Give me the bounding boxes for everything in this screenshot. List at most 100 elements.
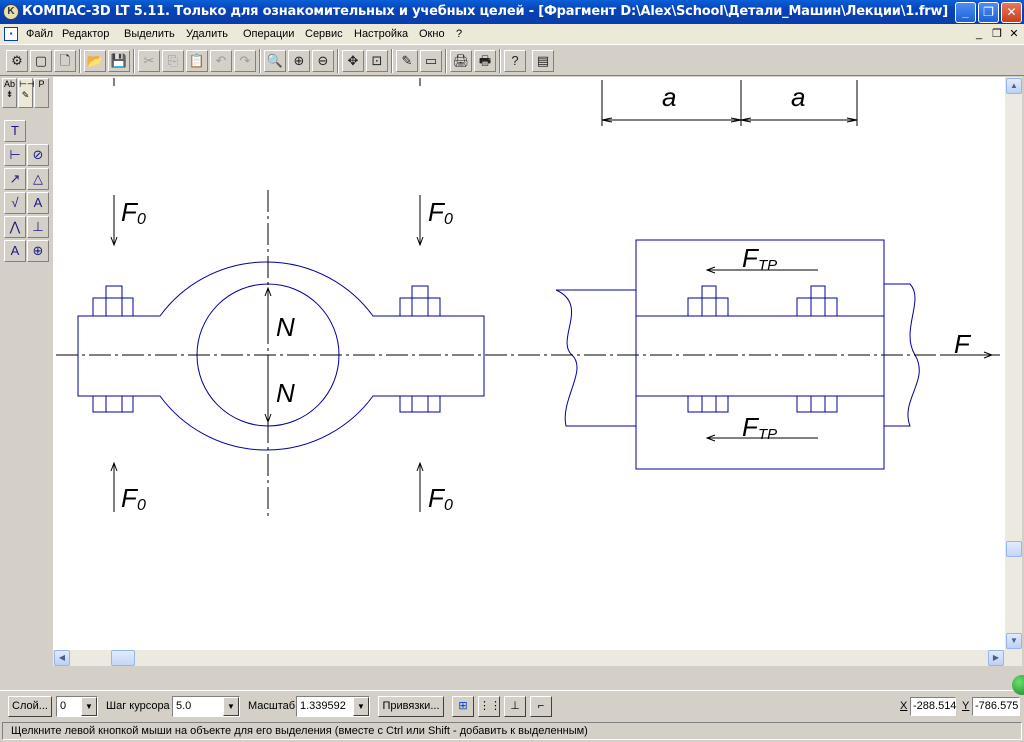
restore-button[interactable]: ❐ <box>978 2 999 23</box>
ortho-icon[interactable]: ⌐ <box>530 696 552 717</box>
linear-dimension-icon[interactable]: ⊢ <box>4 144 26 166</box>
force-f0-label: F <box>121 483 139 513</box>
tab-dimensions[interactable]: ⊢⊣ ✎ <box>18 78 35 108</box>
menu-file[interactable]: Файл <box>26 28 54 40</box>
radius-dimension-icon[interactable]: ↗ <box>4 168 26 190</box>
text-icon[interactable]: T <box>4 120 26 142</box>
new-sheet-icon[interactable]: ▢ <box>30 50 52 72</box>
vertical-scroll-thumb[interactable] <box>1006 541 1022 557</box>
angle-dimension-icon[interactable]: △ <box>27 168 49 190</box>
menu-service[interactable]: Сервис <box>305 28 343 40</box>
mdi-close-button[interactable]: ✕ <box>1009 28 1019 40</box>
base-mark-icon[interactable]: A <box>27 192 49 214</box>
print-preview-icon[interactable]: 🖨 <box>450 50 472 72</box>
zoom-all-icon[interactable]: ⊡ <box>366 50 388 72</box>
x-coord-field[interactable]: -288.514 <box>910 697 956 716</box>
toolbar-separator <box>259 49 261 73</box>
drawing-canvas[interactable]: F 0 F 0 F 0 F 0 N N a a F ТР F ТР F <box>53 77 1005 650</box>
y-coord-field[interactable]: -786.575 <box>972 697 1020 716</box>
roughness-icon[interactable]: √ <box>4 192 26 214</box>
horizontal-scroll-thumb[interactable] <box>111 650 135 666</box>
toolbar-separator <box>499 49 501 73</box>
menu-help[interactable]: ? <box>456 28 463 40</box>
globe-icon <box>1012 675 1024 695</box>
y-coord-label: Y <box>962 700 970 712</box>
leader-icon[interactable]: ⋀ <box>4 216 26 238</box>
force-f0-label: F <box>121 197 139 227</box>
hint-bar: Щелкните левой кнопкой мыши на объекте д… <box>0 720 1024 742</box>
mdi-minimize-button[interactable]: _ <box>975 28 983 40</box>
scroll-left-icon[interactable]: ◀ <box>54 650 70 666</box>
kompas-app-icon[interactable]: K <box>3 4 19 20</box>
menu-editor[interactable]: Редактор <box>62 28 110 40</box>
force-f0-subscript: 0 <box>137 211 146 228</box>
copy-icon[interactable]: ⎘ <box>162 50 184 72</box>
menu-delete[interactable]: Удалить <box>186 28 228 40</box>
pan-icon[interactable]: ✥ <box>342 50 364 72</box>
center-mark-icon[interactable]: ⊕ <box>27 240 49 262</box>
local-cs-icon[interactable]: ⊥ <box>504 696 526 717</box>
zoom-window-icon[interactable]: 🔍 <box>264 50 286 72</box>
zoom-in-icon[interactable]: ⊕ <box>288 50 310 72</box>
chevron-down-icon[interactable]: ▼ <box>353 697 369 716</box>
zoom-out-icon[interactable]: ⊖ <box>312 50 334 72</box>
exit-icon[interactable]: ▤ <box>532 50 554 72</box>
scale-label: Масштаб <box>248 700 296 712</box>
properties-icon[interactable]: ⚙ <box>6 50 28 72</box>
friction-force-label: F <box>742 243 760 273</box>
minimize-button[interactable]: _ <box>955 2 976 23</box>
cursor-step-select[interactable]: 5.0 ▼ <box>172 696 240 717</box>
grid-icon[interactable]: ⋮⋮ <box>478 696 501 717</box>
new-document-icon[interactable]: 🗋 <box>54 50 76 72</box>
current-state-bar: Слой... 0 ▼ Шаг курсора 5.0 ▼ Масштаб 1.… <box>0 690 1024 720</box>
layer-select[interactable]: 0 ▼ <box>56 696 98 717</box>
tab-p[interactable]: P <box>34 78 49 108</box>
vertical-scrollbar[interactable]: ▲ ▼ <box>1005 77 1022 666</box>
bolt-head <box>105 285 123 299</box>
bolt-nut <box>92 297 134 317</box>
diameter-dimension-icon[interactable]: ⊘ <box>27 144 49 166</box>
view-arrow-icon[interactable]: A <box>4 240 26 262</box>
menu-window[interactable]: Окно <box>419 28 445 40</box>
redraw-icon[interactable]: ✎ <box>396 50 418 72</box>
title-bar: K КОМПАС-3D LT 5.11. Только для ознакоми… <box>0 0 1024 24</box>
paste-icon[interactable]: 📋 <box>186 50 208 72</box>
close-button[interactable]: ✕ <box>1001 2 1022 23</box>
scale-select[interactable]: 1.339592 ▼ <box>296 696 370 717</box>
horizontal-scrollbar[interactable]: ◀ ▶ <box>53 650 1005 666</box>
grid-snap-icon[interactable]: ⊞ <box>452 696 474 717</box>
dimension-a-label: a <box>791 82 805 112</box>
toolbar-separator <box>337 49 339 73</box>
cut-icon[interactable]: ✂ <box>138 50 160 72</box>
menu-operations[interactable]: Операции <box>243 28 295 40</box>
save-icon[interactable]: 💾 <box>108 50 130 72</box>
tab-text-tools[interactable]: Аb ⇟ <box>2 78 17 108</box>
scroll-up-icon[interactable]: ▲ <box>1006 78 1022 94</box>
layer-button[interactable]: Слой... <box>8 696 52 717</box>
bolt-nut <box>687 297 729 317</box>
mdi-restore-button[interactable]: ❐ <box>992 28 1002 40</box>
force-f0-subscript: 0 <box>444 497 453 514</box>
tolerance-icon[interactable]: ⊥ <box>27 216 49 238</box>
bolt-nut <box>796 395 838 413</box>
snaps-button[interactable]: Привязки... <box>378 696 444 717</box>
toolbar-separator <box>79 49 81 73</box>
scroll-right-icon[interactable]: ▶ <box>988 650 1004 666</box>
scroll-down-icon[interactable]: ▼ <box>1006 633 1022 649</box>
layers-icon[interactable]: ▭ <box>420 50 442 72</box>
document-icon[interactable]: ▪ <box>4 27 18 41</box>
undo-icon[interactable]: ↶ <box>210 50 232 72</box>
normal-force-n-label: N <box>276 312 295 342</box>
edit-icon: ✎ <box>21 90 30 100</box>
menu-settings[interactable]: Настройка <box>354 28 409 40</box>
fragment-drawing: F 0 F 0 F 0 F 0 N N a a F ТР F ТР F <box>56 78 1000 520</box>
chevron-down-icon[interactable]: ▼ <box>81 697 97 716</box>
redo-icon[interactable]: ↷ <box>234 50 256 72</box>
print-icon[interactable]: 🖶 <box>474 50 496 72</box>
open-folder-icon[interactable]: 📂 <box>84 50 106 72</box>
chevron-down-icon[interactable]: ▼ <box>223 697 239 716</box>
force-f0-subscript: 0 <box>444 211 453 228</box>
context-help-icon[interactable]: ? <box>504 50 526 72</box>
scale-value: 1.339592 <box>300 700 346 712</box>
menu-select[interactable]: Выделить <box>124 28 175 40</box>
